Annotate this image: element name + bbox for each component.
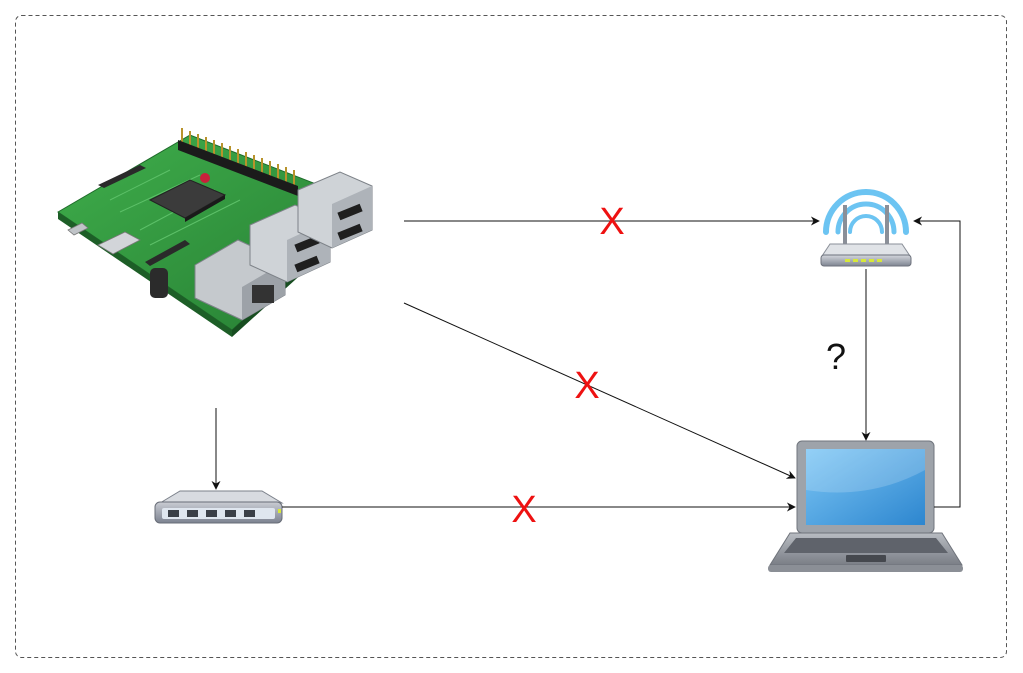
network-switch-icon [154, 490, 284, 524]
blocked-marker-pi-router: X [599, 201, 624, 243]
link-pi-to-laptop [403, 302, 796, 479]
blocked-marker-pi-laptop: X [574, 365, 599, 407]
diagram-frame [15, 15, 1007, 658]
wifi-router-icon [820, 189, 912, 267]
laptop-icon [768, 440, 963, 572]
link-laptop-to-router [913, 216, 961, 508]
connections [211, 216, 961, 512]
raspberry-pi-board-icon [57, 128, 373, 337]
unknown-marker-router-laptop: ? [826, 336, 846, 377]
blocked-marker-switch-laptop: X [511, 489, 536, 531]
